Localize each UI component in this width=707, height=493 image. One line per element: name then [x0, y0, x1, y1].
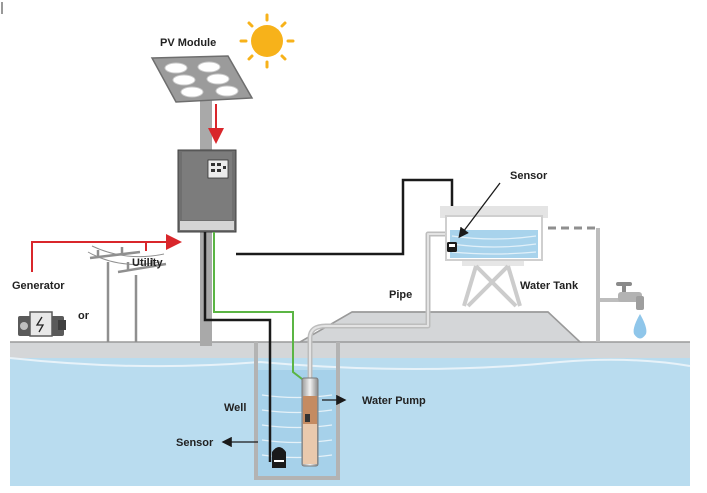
- label-water-pump: Water Pump: [362, 395, 426, 407]
- water-pump-icon: [301, 377, 319, 467]
- label-well: Well: [224, 402, 246, 414]
- label-pv-module: PV Module: [160, 37, 216, 49]
- power-lines: [31, 104, 224, 272]
- well-sensor-icon: [272, 447, 286, 468]
- faucet-icon: [616, 282, 644, 310]
- label-water-tank: Water Tank: [520, 280, 579, 292]
- ground: [9, 311, 691, 486]
- tank-sensor-icon: [447, 242, 457, 252]
- label-tank-sensor: Sensor: [510, 170, 548, 182]
- water-drop-icon: [633, 314, 647, 339]
- sun-icon: [239, 13, 295, 69]
- label-utility: Utility: [132, 257, 163, 269]
- label-well-sensor: Sensor: [176, 437, 214, 449]
- utility-pole-icon: [87, 245, 167, 342]
- pointer-arrows: [221, 182, 501, 448]
- label-generator: Generator: [12, 280, 65, 292]
- controller-icon: [177, 149, 237, 233]
- generator-icon: [18, 311, 66, 337]
- label-pipe: Pipe: [389, 289, 412, 301]
- cables: [203, 178, 454, 462]
- label-or: or: [78, 310, 90, 322]
- water-pipe: [307, 231, 450, 382]
